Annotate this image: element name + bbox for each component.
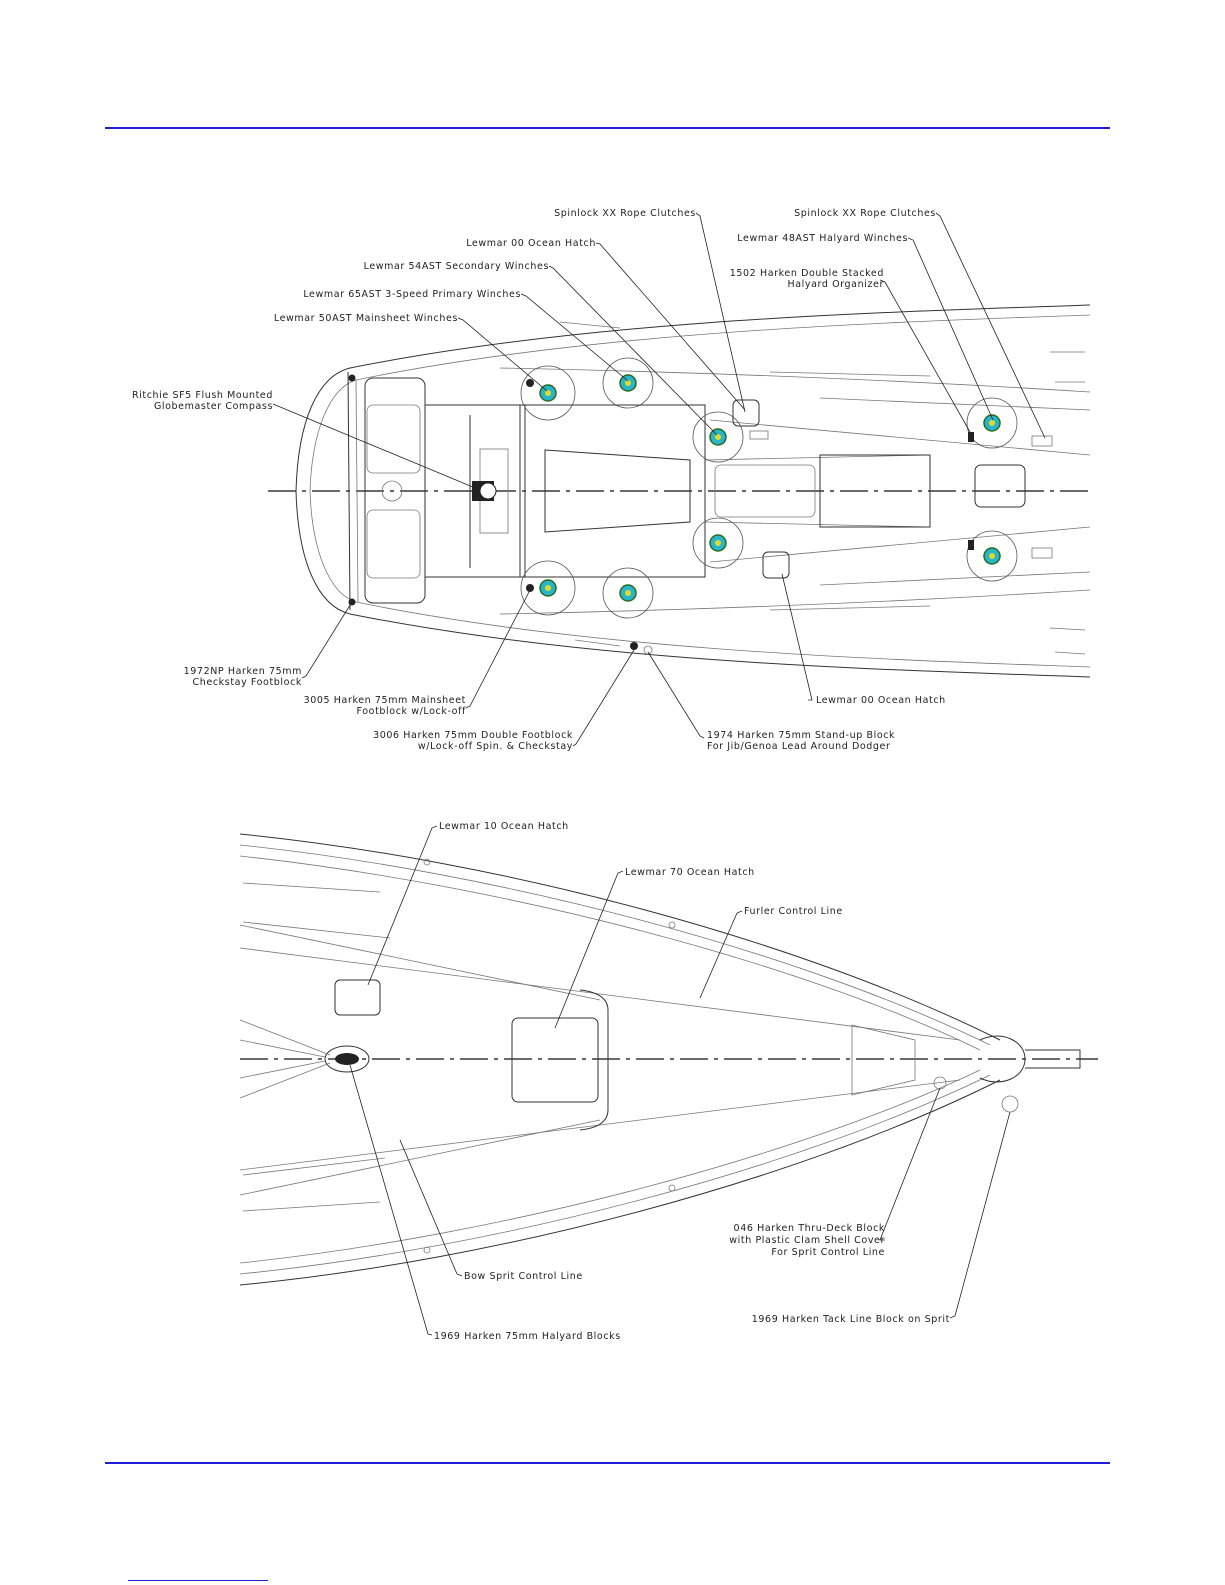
clutch-icon [749,430,769,440]
hatch-icon [511,1017,599,1103]
label-harken-1974-sub: For Jib/Genoa Lead Around Dodger [707,741,891,752]
organizer-icon [968,432,974,442]
label-lewmar-00-hatch: Lewmar 00 Ocean Hatch [466,238,596,249]
label-spinlock-clutches: Spinlock XX Rope Clutches [794,208,936,219]
cockpit-plan [268,212,1091,747]
secondary-winch-icon [692,517,744,569]
label-lewmar-70-hatch: Lewmar 70 Ocean Hatch [625,867,755,878]
hull-outline-top [295,304,1091,678]
secondary-winch-icon [692,411,744,463]
label-spinlock-clutches: Spinlock XX Rope Clutches [554,208,696,219]
footblock-icon [526,584,534,592]
label-harken-3005-sub: Footblock w/Lock-off [357,706,466,717]
label-harken-1502-sub: Halyard Organizer [787,279,884,290]
label-harken-046-sub: with Plastic Clam Shell Cover [729,1235,885,1246]
label-lewmar-50ast: Lewmar 50AST Mainsheet Winches [274,313,458,324]
bow-plan [239,825,1098,1336]
label-lewmar-65ast: Lewmar 65AST 3-Speed Primary Winches [303,289,521,300]
label-harken-1969-halyard: 1969 Harken 75mm Halyard Blocks [434,1331,621,1342]
bow-labels: Lewmar 10 Ocean Hatch Lewmar 70 Ocean Ha… [434,821,950,1342]
halyard-block-icon [335,1053,359,1065]
label-lewmar-00-hatch: Lewmar 00 Ocean Hatch [816,695,946,706]
hatch-icon [974,464,1026,508]
label-harken-1974: 1974 Harken 75mm Stand-up Block [707,730,895,741]
footblock-icon [526,379,534,387]
cockpit-labels: Spinlock XX Rope Clutches Spinlock XX Ro… [132,208,946,752]
label-bow-sprit-control-line: Bow Sprit Control Line [464,1271,583,1282]
footblock-icon [630,642,638,650]
standup-block-icon [643,645,653,655]
label-harken-3006-sub: w/Lock-off Spin. & Checkstay [418,741,573,752]
hatch-icon [334,979,381,1016]
label-furler-control-line: Furler Control Line [744,906,843,917]
label-harken-3006: 3006 Harken 75mm Double Footblock [373,730,573,741]
label-harken-1972np-sub: Checkstay Footblock [193,677,302,688]
primary-winch-icon [602,357,654,409]
clutch-icon [1031,547,1053,559]
primary-winch-icon [602,567,654,619]
label-harken-1502: 1502 Harken Double Stacked [730,268,884,279]
label-harken-1969-tack: 1969 Harken Tack Line Block on Sprit [752,1314,950,1325]
footer-link-underline [128,1580,268,1581]
label-harken-046: 046 Harken Thru-Deck Block [734,1223,885,1234]
label-harken-3005: 3005 Harken 75mm Mainsheet [304,695,466,706]
label-lewmar-48ast: Lewmar 48AST Halyard Winches [737,233,908,244]
mainsheet-winch-icon [520,560,576,616]
hatch-icon [762,551,790,579]
footer-rule [105,1462,1110,1464]
hatch-icon [732,399,760,427]
label-harken-1972np: 1972NP Harken 75mm [184,666,302,677]
label-lewmar-54ast: Lewmar 54AST Secondary Winches [364,261,549,272]
header-rule [105,127,1110,129]
clutch-icon [1031,435,1053,447]
mainsheet-winch-icon [520,365,576,421]
halyard-winch-icon [966,397,1018,449]
halyard-winch-icon [966,530,1018,582]
label-lewmar-10-hatch: Lewmar 10 Ocean Hatch [439,821,569,832]
halyard-block-icon [324,1045,370,1073]
footblock-icon [348,374,356,382]
label-ritchie-compass-sub: Globemaster Compass [154,401,273,412]
organizer-icon [968,540,974,550]
hull-outline-bow [239,833,1001,1041]
label-ritchie-compass: Ritchie SF5 Flush Mounted [132,390,273,401]
label-harken-046-sub2: For Sprit Control Line [771,1247,885,1258]
